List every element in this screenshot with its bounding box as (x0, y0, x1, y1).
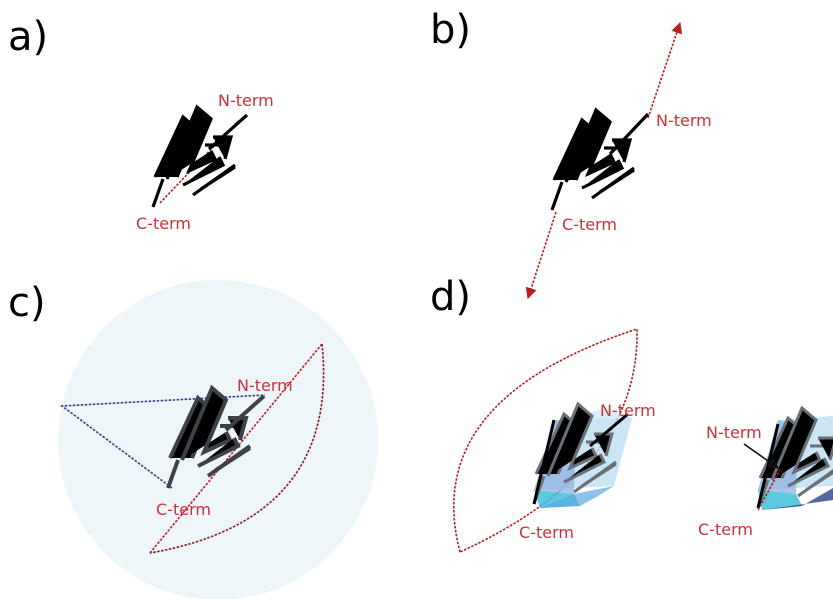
panel-d-axis-short (757, 469, 781, 511)
panel-d-n-term-label-2: N-term (706, 423, 762, 442)
panel-d-label: d) (430, 274, 471, 320)
panel-a: a) N-term C-term (8, 14, 274, 233)
panel-c-protein (166, 386, 266, 490)
panel-b: b) N-term C-term (430, 7, 712, 300)
panel-d-protein-left (532, 402, 629, 506)
panel-b-axis-arrow-down (525, 211, 557, 300)
panel-a-label: a) (8, 14, 48, 60)
panel-c: c) N-term C-term (8, 280, 378, 599)
panel-b-protein (550, 108, 650, 212)
panel-d: d) N-term C-term N-term (430, 274, 833, 554)
panel-c-n-term-label: N-term (237, 376, 293, 395)
panel-a-c-term-label: C-term (136, 214, 191, 233)
panel-d-pointer-arrow (743, 443, 779, 469)
panel-b-c-term-label: C-term (562, 215, 617, 234)
panel-a-n-term-label: N-term (218, 91, 274, 110)
panel-c-label: c) (8, 280, 46, 326)
panel-c-axis-line (149, 343, 323, 554)
panel-c-c-term-label: C-term (156, 500, 211, 519)
panel-d-c-term-label-2: C-term (698, 520, 753, 539)
panel-b-label: b) (430, 7, 471, 53)
panel-b-axis-arrow-up (647, 21, 683, 119)
panel-a-protein (151, 105, 249, 209)
panel-b-n-term-label: N-term (656, 111, 712, 130)
panel-d-c-term-label: C-term (519, 523, 574, 542)
panel-c-cone-arc (149, 343, 325, 554)
panel-d-n-term-label: N-term (600, 401, 656, 420)
